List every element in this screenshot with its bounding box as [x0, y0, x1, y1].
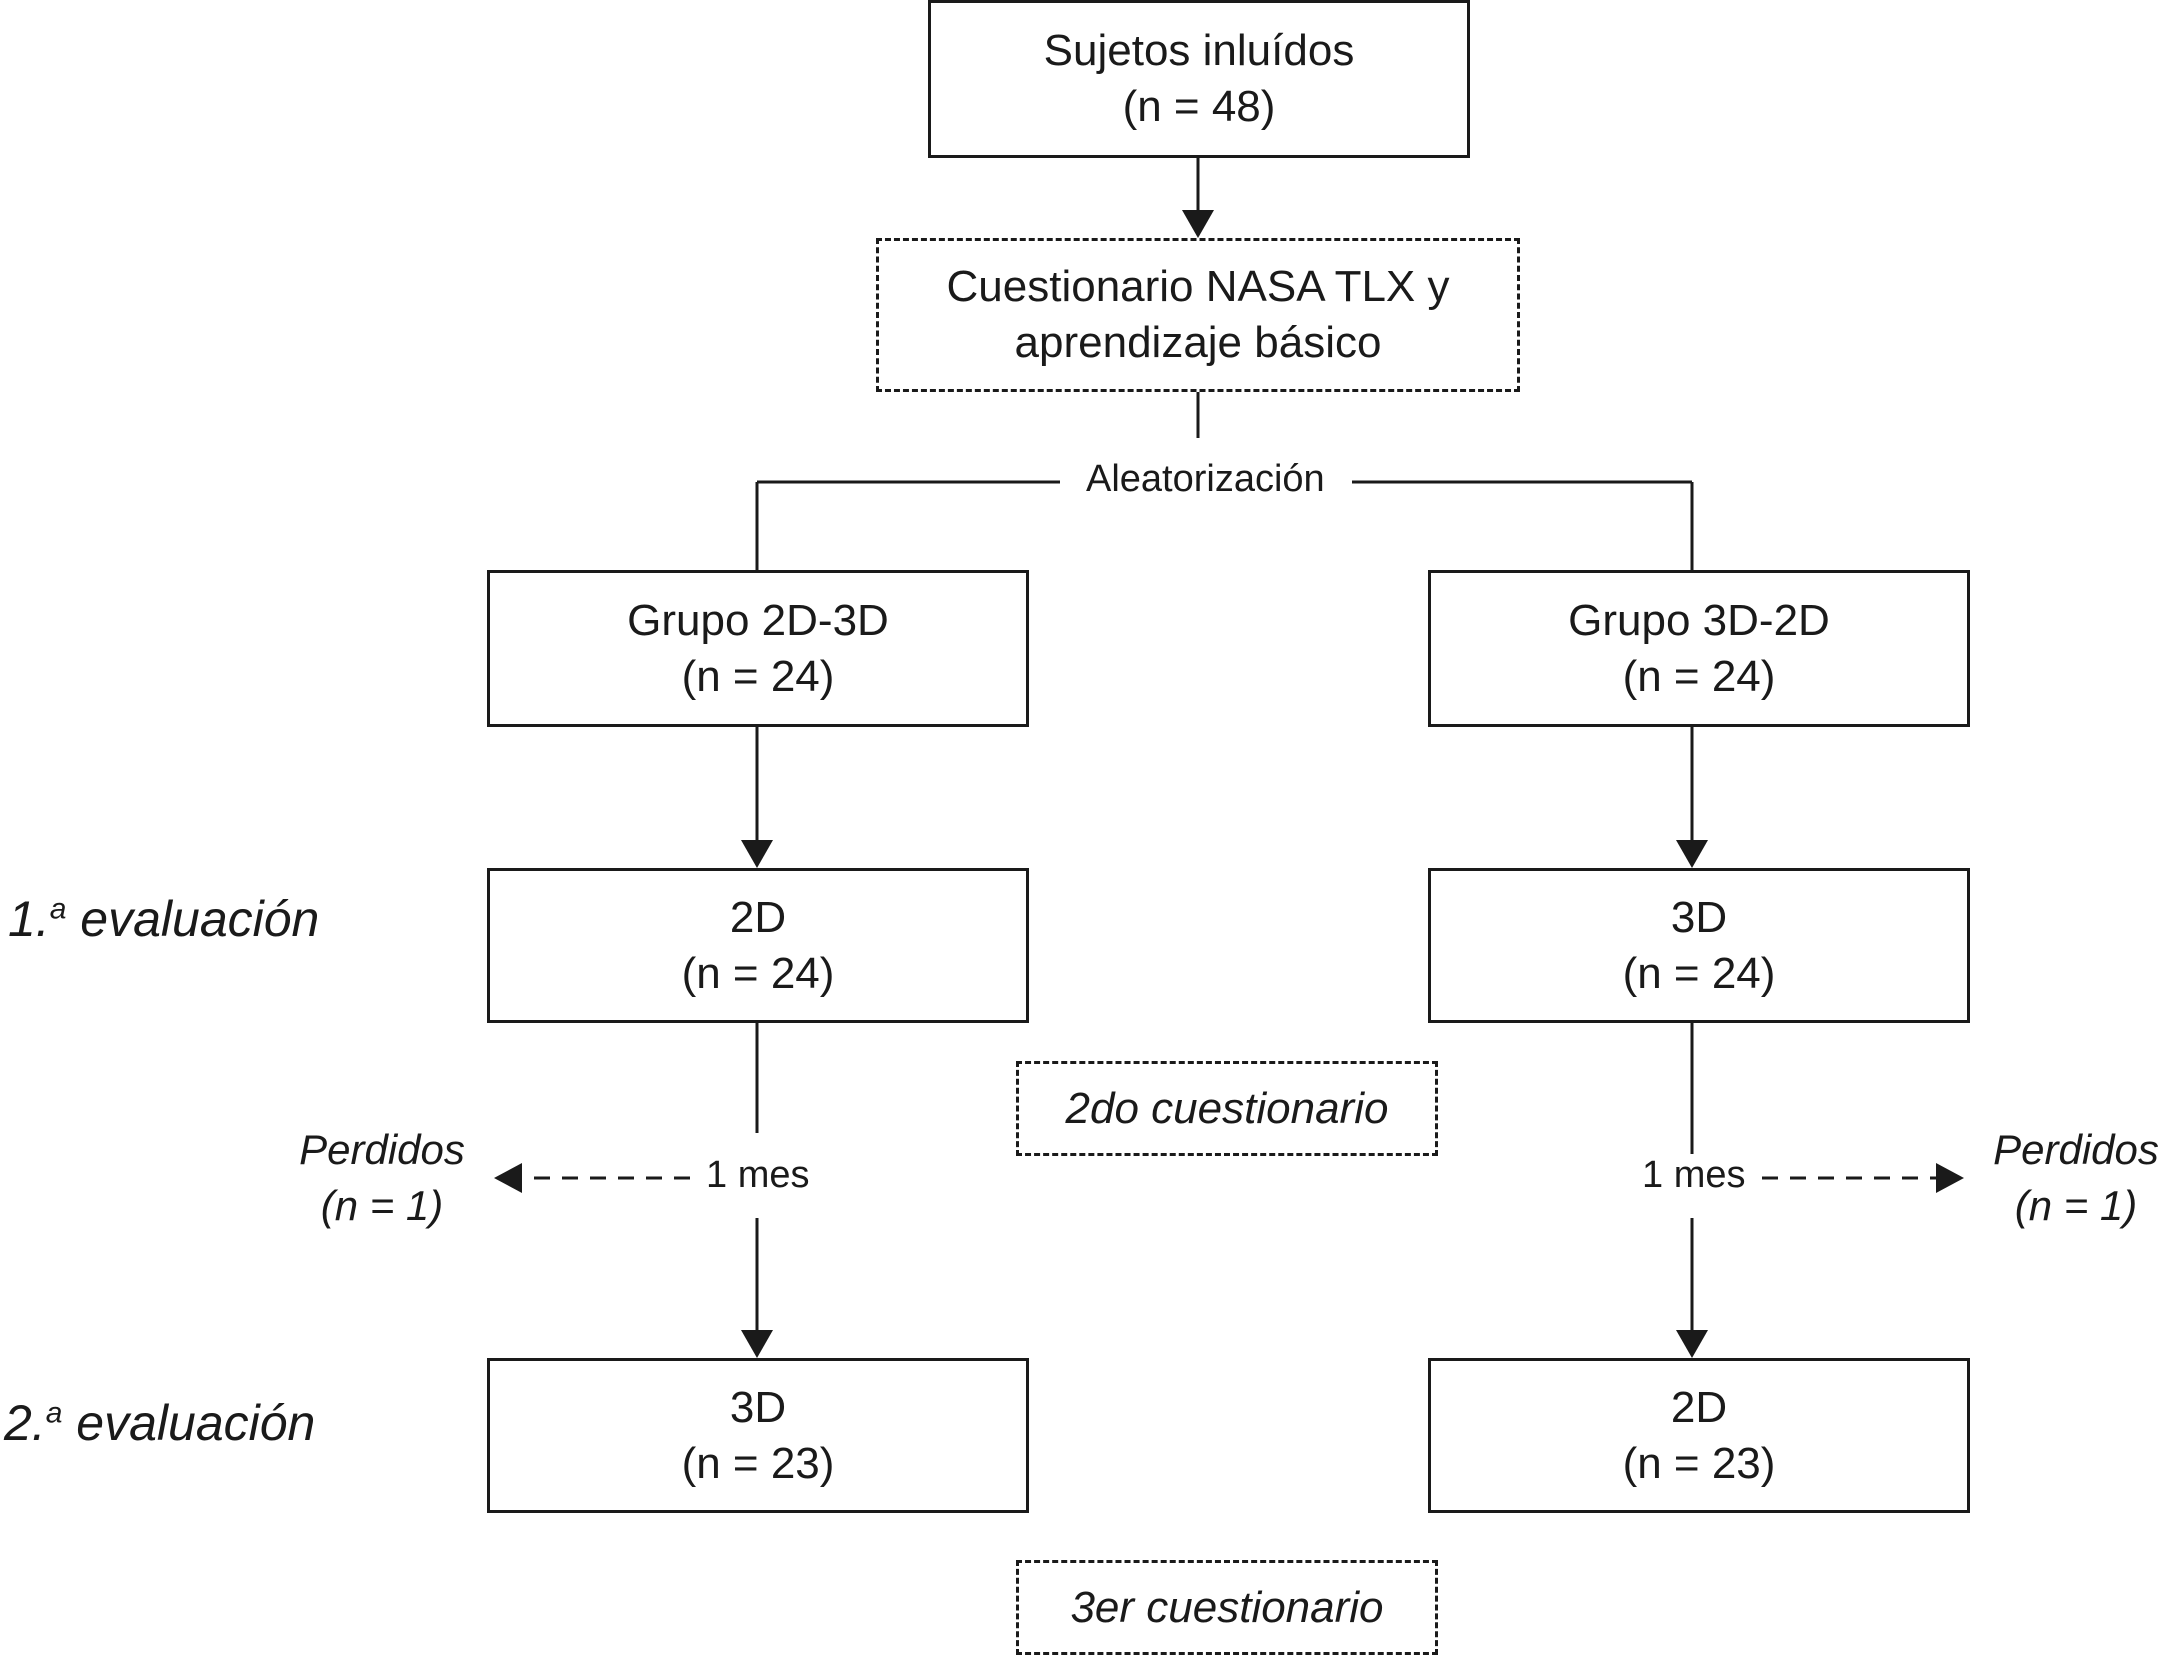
group-3d-2d-count: (n = 24) — [1622, 651, 1776, 701]
second-evaluation-label: 2.a evaluación — [4, 1394, 315, 1452]
eval2-left-box: 3D (n = 23) — [487, 1358, 1029, 1513]
eval1-right-modality: 3D — [1670, 892, 1728, 942]
arrowhead-lost-right — [1936, 1163, 1964, 1193]
subjects-included-label: Sujetos inluídos — [1043, 26, 1355, 75]
eval1-left-modality: 2D — [729, 892, 787, 942]
eval1-right-box: 3D (n = 24) — [1428, 868, 1970, 1023]
lost-right-label: Perdidos (n = 1) — [1980, 1122, 2172, 1234]
interval-right-label: 1 mes — [1628, 1154, 1760, 1197]
randomization-label: Aleatorización — [1072, 458, 1339, 501]
arrowhead-eval2-left — [741, 1330, 773, 1358]
second-evaluation-number: 2. — [4, 1395, 46, 1451]
group-2d-3d-box: Grupo 2D-3D (n = 24) — [487, 570, 1029, 727]
subjects-included-count: (n = 48) — [1122, 82, 1276, 131]
arrowhead-eval2-right — [1676, 1330, 1708, 1358]
second-questionnaire-box: 2do cuestionario — [1016, 1061, 1438, 1156]
first-evaluation-number: 1. — [8, 891, 50, 947]
arrowhead-top — [1182, 210, 1214, 238]
subjects-included-box: Sujetos inluídos (n = 48) — [928, 0, 1470, 158]
group-2d-3d-label: Grupo 2D-3D — [627, 595, 889, 645]
eval2-right-box: 2D (n = 23) — [1428, 1358, 1970, 1513]
baseline-questionnaire-line1: Cuestionario NASA TLX y — [946, 262, 1450, 311]
baseline-questionnaire-line2: aprendizaje básico — [1014, 318, 1382, 367]
arrowhead-lost-left — [494, 1163, 522, 1193]
lost-left-word: Perdidos — [299, 1126, 465, 1173]
eval2-right-count: (n = 23) — [1622, 1438, 1776, 1488]
group-2d-3d-count: (n = 24) — [681, 651, 835, 701]
eval2-left-count: (n = 23) — [681, 1438, 835, 1488]
eval2-left-modality: 3D — [729, 1382, 787, 1432]
second-evaluation-superscript: a — [45, 1396, 63, 1430]
second-evaluation-word: evaluación — [76, 1395, 316, 1451]
arrowhead-group-right — [1676, 840, 1708, 868]
baseline-questionnaire-box: Cuestionario NASA TLX y aprendizaje bási… — [876, 238, 1520, 392]
third-questionnaire-box: 3er cuestionario — [1016, 1560, 1438, 1655]
eval1-left-box: 2D (n = 24) — [487, 868, 1029, 1023]
first-evaluation-superscript: a — [49, 892, 67, 926]
first-evaluation-label: 1.a evaluación — [8, 890, 319, 948]
group-3d-2d-label: Grupo 3D-2D — [1568, 595, 1830, 645]
group-3d-2d-box: Grupo 3D-2D (n = 24) — [1428, 570, 1970, 727]
third-questionnaire-label: 3er cuestionario — [1070, 1582, 1384, 1632]
lost-right-word: Perdidos — [1993, 1126, 2159, 1173]
eval2-right-modality: 2D — [1670, 1382, 1728, 1432]
lost-right-count: (n = 1) — [2014, 1182, 2138, 1229]
first-evaluation-word: evaluación — [80, 891, 320, 947]
interval-left-label: 1 mes — [692, 1154, 824, 1197]
arrowhead-group-left — [741, 840, 773, 868]
lost-left-count: (n = 1) — [320, 1182, 444, 1229]
eval1-right-count: (n = 24) — [1622, 948, 1776, 998]
lost-left-label: Perdidos (n = 1) — [286, 1122, 478, 1234]
eval1-left-count: (n = 24) — [681, 948, 835, 998]
second-questionnaire-label: 2do cuestionario — [1065, 1083, 1389, 1133]
